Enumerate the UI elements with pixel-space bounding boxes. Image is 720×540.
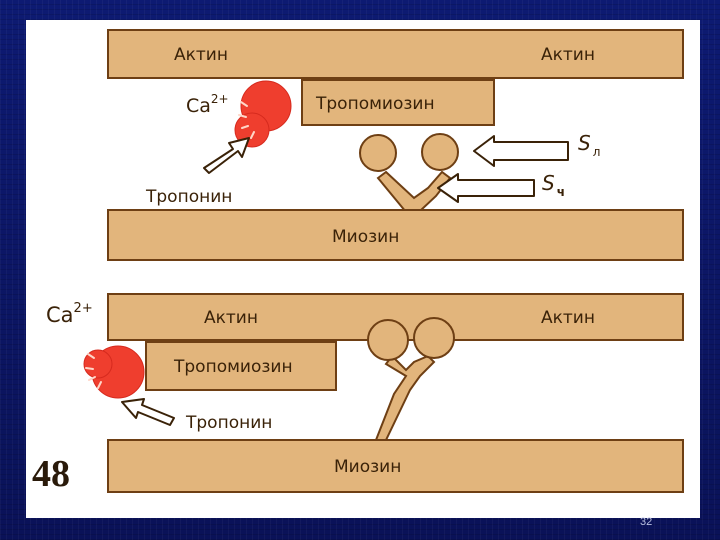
bottom-myosin-label: Миозин xyxy=(334,457,401,477)
top-myosin-label: Миозин xyxy=(332,227,399,247)
top-troponin-arrow xyxy=(203,137,250,174)
top-actin-right-label: Актин xyxy=(541,45,595,65)
bottom-calcium-label: Ca2+ xyxy=(46,301,93,327)
bottom-tropomyosin xyxy=(145,341,337,391)
bottom-diagram: Актин Актин Тропомиозин Ca2+ Тропонин Ми… xyxy=(46,293,684,493)
bottom-myosin-filament xyxy=(107,439,684,493)
bottom-actin-right-label: Актин xyxy=(541,308,595,328)
top-tropomyosin-label: Тропомиозин xyxy=(315,94,435,114)
top-tropomyosin xyxy=(301,79,495,126)
bottom-troponin-arrow xyxy=(121,398,175,426)
bottom-troponin-label: Тропонин xyxy=(185,413,272,433)
figure-number: 48 xyxy=(32,453,70,495)
slide-number: 32 xyxy=(640,516,653,528)
top-calcium-troponin xyxy=(234,80,292,148)
top-actin-left-label: Актин xyxy=(174,45,228,65)
bottom-tropomyosin-label: Тропомиозин xyxy=(173,357,293,377)
top-myosin-filament xyxy=(107,209,684,261)
top-s-ch-arrow xyxy=(437,173,535,203)
top-s-l-arrow xyxy=(473,135,569,167)
top-actin-filament xyxy=(107,29,684,79)
bottom-myosin-crossbridge xyxy=(367,317,455,441)
top-myosin-crossbridge xyxy=(359,133,459,233)
top-troponin-label: Тропонин xyxy=(145,187,232,207)
top-calcium-label: Ca2+ xyxy=(186,92,229,117)
bottom-actin-left-label: Актин xyxy=(204,308,258,328)
bottom-calcium-troponin xyxy=(83,345,145,399)
